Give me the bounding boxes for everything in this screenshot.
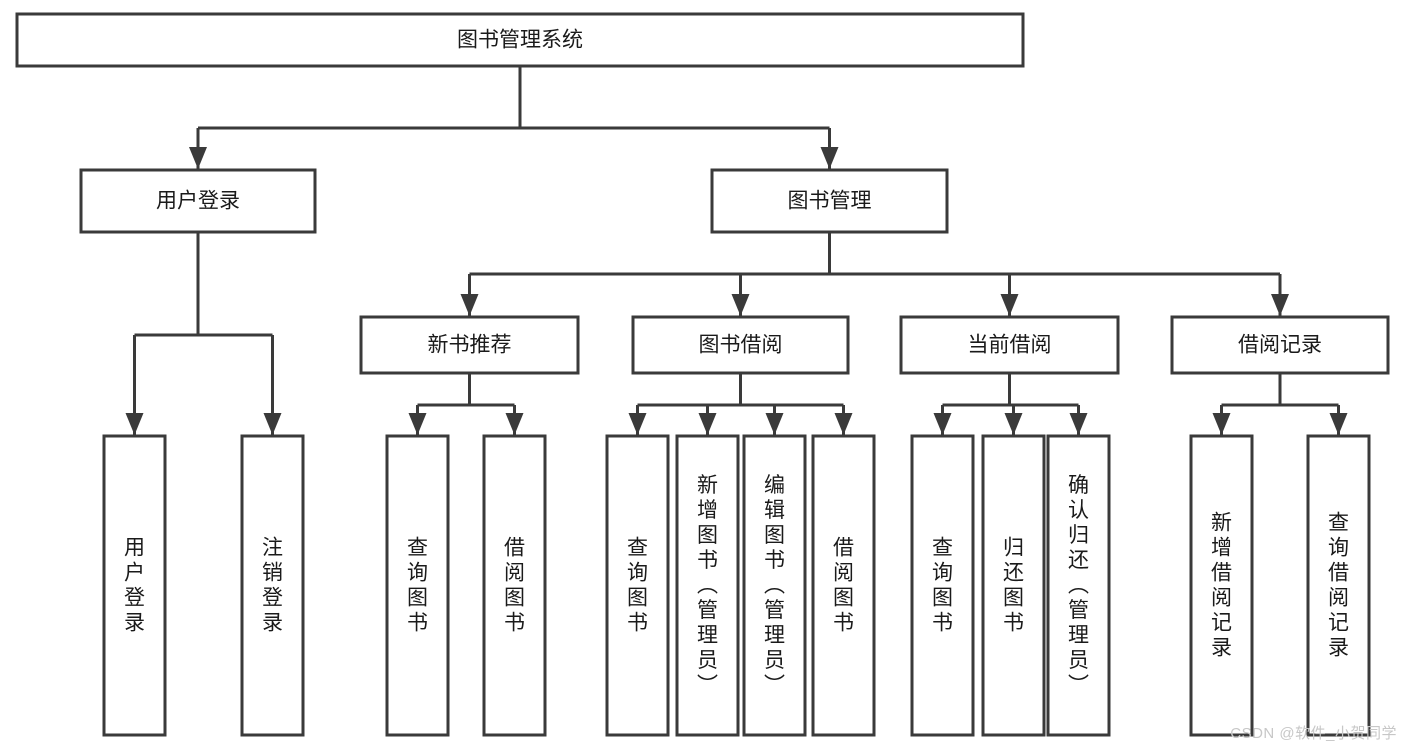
node-查询图书[interactable]: 查询图书: [910, 434, 975, 737]
node-用户登录[interactable]: 用户登录: [79, 168, 317, 234]
node-label: 借阅记录: [1238, 334, 1322, 357]
arrow-head-icon: [1000, 294, 1019, 316]
node-label: 注销登录: [262, 537, 283, 635]
node-rect: [79, 168, 317, 234]
node-当前借阅[interactable]: 当前借阅: [899, 315, 1120, 375]
node-rect: [102, 434, 167, 737]
node-label: 编辑图书︵管理员︶: [764, 474, 785, 697]
node-label: 用户登录: [124, 537, 145, 635]
arrow-head-icon: [1329, 413, 1348, 435]
node-注销登录[interactable]: 注销登录: [240, 434, 305, 737]
arrow-head-icon: [460, 294, 479, 316]
arrow-head-icon: [125, 413, 144, 435]
node-rect: [482, 434, 547, 737]
node-用户登录[interactable]: 用户登录: [102, 434, 167, 737]
node-rect: [1046, 434, 1111, 737]
node-label: 确认归还︵管理员︶: [1068, 474, 1089, 697]
node-归还图书[interactable]: 归还图书: [981, 434, 1046, 737]
node-label: 图书管理系统: [457, 29, 583, 52]
node-查询图书[interactable]: 查询图书: [605, 434, 670, 737]
node-rect: [240, 434, 305, 737]
node-图书管理系统[interactable]: 图书管理系统: [15, 12, 1025, 68]
node-label: 当前借阅: [968, 334, 1052, 357]
arrow-head-icon: [765, 413, 784, 435]
node-label: 新增借阅记录: [1211, 512, 1232, 660]
arrow-head-icon: [731, 294, 750, 316]
node-编辑图书管理员[interactable]: 编辑图书︵管理员︶: [742, 434, 807, 737]
node-label: 新书推荐: [428, 334, 512, 357]
node-rect: [1306, 434, 1371, 737]
nodes-layer: 图书管理系统用户登录图书管理新书推荐图书借阅当前借阅借阅记录用户登录注销登录查询…: [15, 12, 1390, 737]
arrow-head-icon: [1069, 413, 1088, 435]
node-借阅记录[interactable]: 借阅记录: [1170, 315, 1390, 375]
arrow-head-icon: [1212, 413, 1231, 435]
node-label: 借阅图书: [833, 537, 854, 635]
node-rect: [981, 434, 1046, 737]
node-借阅图书[interactable]: 借阅图书: [482, 434, 547, 737]
node-查询借阅记录[interactable]: 查询借阅记录: [1306, 434, 1371, 737]
node-新增借阅记录[interactable]: 新增借阅记录: [1189, 434, 1254, 737]
node-图书借阅[interactable]: 图书借阅: [631, 315, 850, 375]
node-rect: [899, 315, 1120, 375]
node-rect: [15, 12, 1025, 68]
arrow-head-icon: [263, 413, 282, 435]
node-rect: [1170, 315, 1390, 375]
node-rect: [675, 434, 740, 737]
node-rect: [605, 434, 670, 737]
node-rect: [631, 315, 850, 375]
node-rect: [742, 434, 807, 737]
arrow-head-icon: [834, 413, 853, 435]
connectors-layer: [125, 66, 1348, 435]
node-rect: [385, 434, 450, 737]
node-rect: [910, 434, 975, 737]
arrow-head-icon: [1271, 294, 1289, 316]
node-图书管理[interactable]: 图书管理: [710, 168, 949, 234]
node-rect: [710, 168, 949, 234]
arrow-head-icon: [505, 413, 524, 435]
node-确认归还管理员[interactable]: 确认归还︵管理员︶: [1046, 434, 1111, 737]
arrow-head-icon: [820, 147, 839, 169]
arrow-head-icon: [933, 413, 952, 435]
node-label: 用户登录: [156, 190, 240, 213]
arrow-head-icon: [698, 413, 717, 435]
arrow-head-icon: [1004, 413, 1023, 435]
arrow-head-icon: [408, 413, 427, 435]
node-label: 图书借阅: [699, 334, 783, 357]
node-label: 借阅图书: [504, 537, 525, 635]
node-label: 查询借阅记录: [1328, 512, 1349, 660]
arrow-head-icon: [189, 147, 207, 169]
node-查询图书[interactable]: 查询图书: [385, 434, 450, 737]
node-label: 查询图书: [627, 537, 648, 635]
node-label: 查询图书: [407, 537, 428, 635]
node-rect: [1189, 434, 1254, 737]
node-新增图书管理员[interactable]: 新增图书︵管理员︶: [675, 434, 740, 737]
node-label: 查询图书: [932, 537, 953, 635]
node-label: 归还图书: [1003, 537, 1024, 635]
node-label: 新增图书︵管理员︶: [697, 474, 718, 697]
csdn-watermark: CSDN @软件_小贺同学: [1230, 725, 1397, 742]
node-借阅图书[interactable]: 借阅图书: [811, 434, 876, 737]
node-label: 图书管理: [788, 190, 872, 213]
node-新书推荐[interactable]: 新书推荐: [359, 315, 580, 375]
node-rect: [359, 315, 580, 375]
arrow-head-icon: [628, 413, 647, 435]
node-rect: [811, 434, 876, 737]
